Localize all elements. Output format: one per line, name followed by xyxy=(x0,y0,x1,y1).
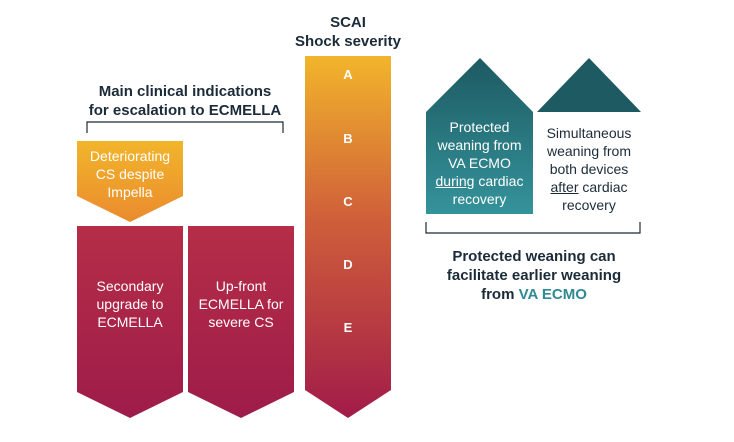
simultaneous-line4-rest: cardiac xyxy=(578,179,628,195)
simultaneous-weaning-roof xyxy=(537,58,641,112)
protected-weaning-text: Protected weaning from VA ECMO during ca… xyxy=(426,114,533,212)
simultaneous-weaning-text: Simultaneous weaning from both devices a… xyxy=(537,120,641,218)
upfront-text: Up-front ECMELLA for severe CS xyxy=(188,268,294,340)
right-footer: Protected weaning can facilitate earlier… xyxy=(418,247,650,304)
upfront-arrow xyxy=(188,226,294,418)
scai-level-e: E xyxy=(343,320,353,335)
left-heading-line2: for escalation to ECMELLA xyxy=(88,102,282,119)
protected-line1: Protected xyxy=(449,119,510,135)
upfront-line3: severe CS xyxy=(208,314,274,330)
scai-title: SCAI Shock severity xyxy=(288,13,408,51)
right-footer-line2: facilitate earlier weaning xyxy=(446,267,622,284)
protected-line3: VA ECMO xyxy=(448,155,511,171)
deteriorating-shape xyxy=(77,141,183,222)
secondary-line3: ECMELLA xyxy=(97,314,163,330)
right-footer-prefix: from xyxy=(481,286,519,303)
protected-line4: during cardiac xyxy=(436,172,524,190)
deteriorating-text: Deteriorating CS despite Impella xyxy=(77,146,183,202)
simultaneous-after-underlined: after xyxy=(550,179,579,195)
upfront-line1: Up-front xyxy=(215,278,267,294)
scai-severity-arrow xyxy=(305,56,391,418)
simultaneous-line2: weaning from xyxy=(546,143,632,159)
protected-line4-rest: cardiac xyxy=(474,173,524,189)
simultaneous-line1: Simultaneous xyxy=(546,125,632,141)
right-footer-line3: from VA ECMO xyxy=(418,285,650,304)
simultaneous-line5: recovery xyxy=(562,197,616,213)
simultaneous-line3: both devices xyxy=(549,161,629,177)
deteriorating-line1: Deteriorating xyxy=(89,148,171,164)
right-footer-va-ecmo: VA ECMO xyxy=(518,286,587,303)
simultaneous-line4: after cardiac xyxy=(550,178,627,196)
right-footer-line1: Protected weaning can xyxy=(452,248,616,265)
left-heading: Main clinical indications for escalation… xyxy=(70,82,300,120)
right-bracket xyxy=(425,222,641,234)
protected-during-underlined: during xyxy=(435,173,475,189)
deteriorating-line2: CS despite xyxy=(95,166,165,182)
secondary-line1: Secondary xyxy=(96,278,164,294)
scai-level-b: B xyxy=(343,131,353,146)
left-heading-line1: Main clinical indications xyxy=(98,83,272,100)
scai-title-line2: Shock severity xyxy=(295,33,401,50)
scai-level-a: A xyxy=(343,67,353,82)
scai-level-c: C xyxy=(343,194,353,209)
scai-level-d: D xyxy=(343,257,353,272)
upfront-line2: ECMELLA for xyxy=(198,296,284,312)
protected-line2: weaning from xyxy=(437,137,522,153)
left-bracket xyxy=(86,121,284,133)
deteriorating-line3: Impella xyxy=(107,184,153,200)
scai-title-line1: SCAI xyxy=(330,14,366,31)
secondary-line2: upgrade to xyxy=(96,296,164,312)
secondary-upgrade-text: Secondary upgrade to ECMELLA xyxy=(77,268,183,340)
protected-weaning-shape xyxy=(426,58,533,214)
protected-line5: recovery xyxy=(452,191,507,207)
secondary-upgrade-arrow xyxy=(77,226,183,418)
